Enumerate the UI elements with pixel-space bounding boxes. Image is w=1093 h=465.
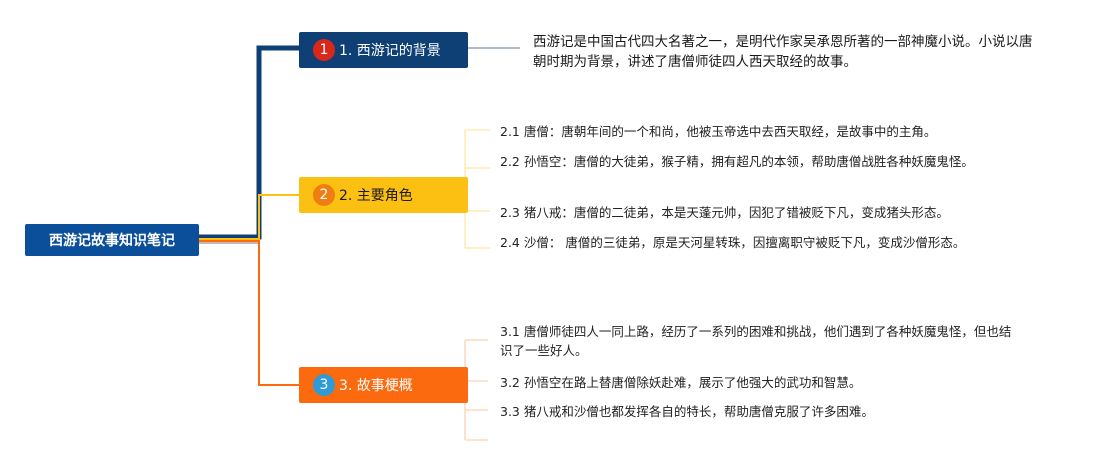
branch-label-synopsis: 3. 故事梗概 — [339, 378, 413, 394]
synopsis-item-wukong: 3.2 孙悟空在路上替唐僧除妖赴难，展示了他强大的武功和智慧。 — [500, 375, 862, 390]
root-label: 西游记故事知识笔记 — [49, 233, 175, 249]
branch-node-characters[interactable]: 2 2. 主要角色 — [299, 177, 468, 213]
number-badge-2: 2 — [313, 184, 335, 206]
connector-branch2-bracket — [464, 129, 490, 249]
character-item-sunwukong: 2.2 孙悟空：唐僧的大徒弟，猴子精，拥有超凡的本领，帮助唐僧战胜各种妖魔鬼怪。 — [500, 154, 974, 169]
number-badge-3: 3 — [313, 374, 335, 396]
branch-label-characters: 2. 主要角色 — [339, 188, 413, 204]
connector-root-branch3 — [199, 240, 299, 386]
connector-root-branch1 — [199, 45, 299, 240]
connector-root-branch2 — [199, 194, 299, 240]
synopsis-item-bajie-shaseng: 3.3 猪八戒和沙僧也都发挥各自的特长，帮助唐僧克服了许多困难。 — [500, 404, 874, 419]
character-item-shaseng: 2.4 沙僧： 唐僧的三徒弟，原是天河星转珠，因擅离职守被贬下凡，变成沙僧形态。 — [500, 235, 966, 250]
branch-node-background[interactable]: 1 1. 西游记的背景 — [299, 32, 468, 68]
background-description: 西游记是中国古代四大名著之一，是明代作家吴承恩所著的一部神魔小说。小说以唐朝时期… — [533, 34, 1033, 70]
character-item-zhubajie: 2.3 猪八戒：唐僧的二徒弟，本是天蓬元帅，因犯了错被贬下凡，变成猪头形态。 — [500, 205, 949, 220]
number-badge-1: 1 — [313, 39, 335, 61]
branch-label-background: 1. 西游记的背景 — [339, 43, 441, 59]
synopsis-item-journey: 3.1 唐僧师徒四人一同上路，经历了一系列的困难和挑战，他们遇到了各种妖魔鬼怪，… — [500, 324, 1012, 358]
branch-node-synopsis[interactable]: 3 3. 故事梗概 — [299, 367, 468, 403]
character-item-tangseng: 2.1 唐僧：唐朝年间的一个和尚，他被玉帝选中去西天取经，是故事中的主角。 — [500, 124, 937, 139]
root-node[interactable]: 西游记故事知识笔记 — [25, 224, 199, 256]
